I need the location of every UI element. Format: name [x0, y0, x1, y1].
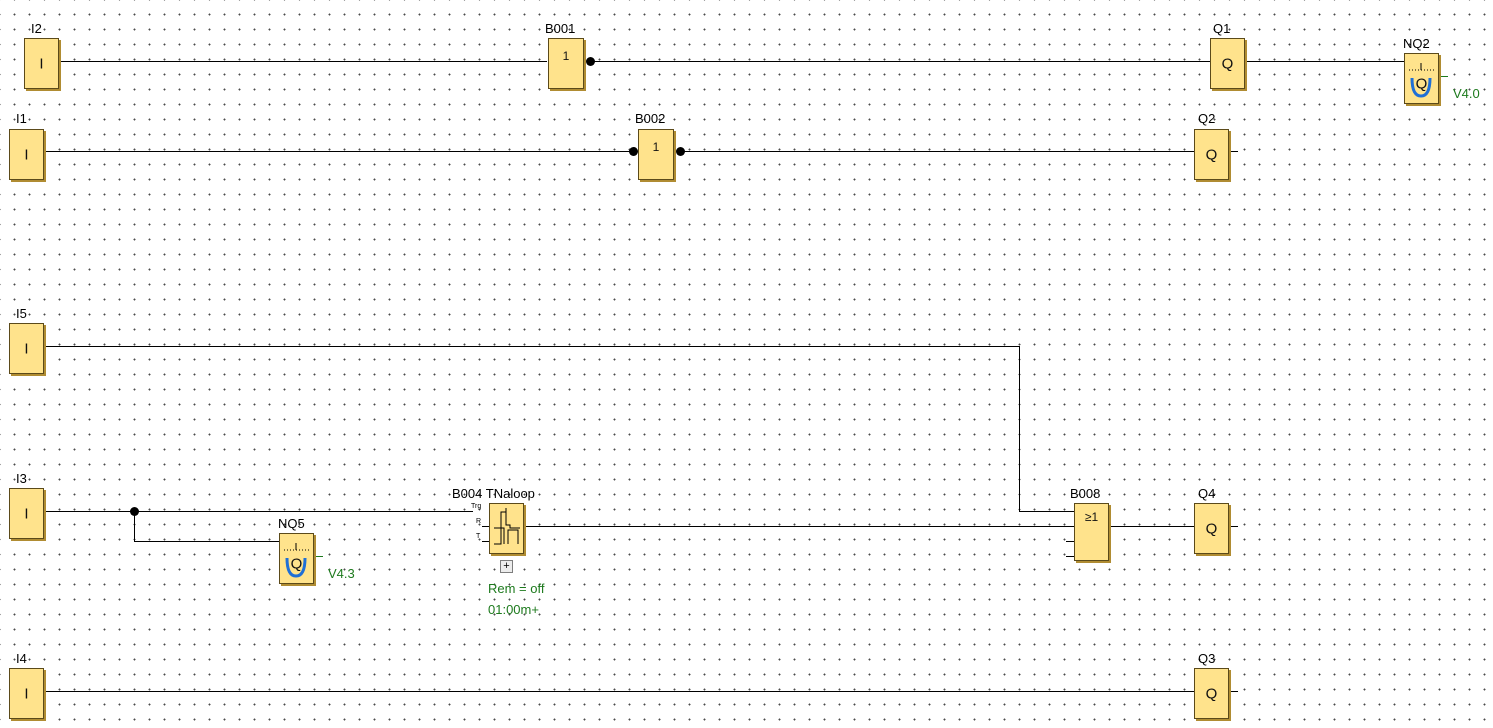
b002-label: B002 — [635, 111, 666, 126]
i1-symbol: I — [24, 146, 29, 163]
nq2-label: NQ2 — [1403, 36, 1430, 51]
wire-b001-q1[interactable] — [590, 61, 1210, 62]
wire-q1-nq2[interactable] — [1245, 61, 1404, 62]
i5-label: I5 — [16, 306, 27, 321]
wire-i4-q3[interactable] — [44, 691, 1194, 692]
plus-box-icon[interactable]: + — [500, 560, 513, 573]
q4-symbol: Q — [1205, 520, 1218, 537]
wire-i5-v[interactable] — [1019, 346, 1020, 512]
i2-label: I2 — [31, 21, 42, 36]
input-block-i4[interactable]: I — [9, 668, 44, 719]
output-block-q2[interactable]: Q — [1194, 129, 1229, 180]
b008-symbol: ≥1 — [1084, 510, 1099, 524]
wire-i5-b008[interactable] — [1019, 511, 1074, 512]
b008-label: B008 — [1070, 486, 1101, 501]
nq2-symbol: Q — [1415, 75, 1428, 93]
pulse-timer-icon — [494, 508, 520, 545]
output-block-q4[interactable]: Q — [1194, 503, 1229, 554]
q1-label: Q1 — [1213, 21, 1231, 36]
memory-flag-icon — [1409, 63, 1434, 98]
b002-negated-output — [676, 147, 685, 156]
timer-block-b004[interactable] — [489, 503, 524, 554]
q2-output-stub — [1229, 151, 1238, 152]
flag-block-nq2[interactable]: Q — [1404, 53, 1439, 104]
nq2-output-stub — [1439, 76, 1448, 77]
q4-label: Q4 — [1198, 486, 1216, 501]
i1-label: I1 — [16, 111, 27, 126]
b004-param-time: 01:00m+ — [488, 602, 539, 617]
b004-function: TNaloop — [485, 486, 535, 501]
b004-name: B004 — [452, 486, 483, 501]
wire-i5-h[interactable] — [44, 346, 1019, 347]
nq5-output-stub — [314, 556, 323, 557]
wire-i3-nq5[interactable] — [134, 541, 279, 542]
b004-pin-t-stub — [482, 541, 489, 542]
i3-symbol: I — [24, 505, 29, 522]
q3-symbol: Q — [1205, 685, 1218, 702]
i4-symbol: I — [24, 685, 29, 702]
b004-param-rem: Rem = off — [488, 581, 545, 596]
b004-pin-trg: Trg — [471, 503, 482, 510]
i2-symbol: I — [39, 55, 44, 72]
input-block-i1[interactable]: I — [9, 129, 44, 180]
b001-symbol: 1 — [562, 49, 570, 63]
not-block-b001[interactable]: 1 — [548, 38, 584, 89]
wire-i3-branch-v[interactable] — [134, 511, 135, 542]
b008-input-stub-3 — [1066, 541, 1074, 542]
wire-i1-b002[interactable] — [44, 151, 634, 152]
b004-pin-r-stub — [482, 526, 489, 527]
b004-label: B004 TNaloop — [452, 487, 535, 501]
i4-label: I4 — [16, 651, 27, 666]
nq2-param: V4.0 — [1453, 86, 1480, 101]
or-block-b008[interactable]: ≥1 — [1074, 503, 1109, 561]
i3-junction — [130, 507, 139, 516]
i5-symbol: I — [24, 340, 29, 357]
wire-i2-b001[interactable] — [59, 61, 547, 62]
input-block-i5[interactable]: I — [9, 323, 44, 374]
nq5-label: NQ5 — [278, 516, 305, 531]
wire-i3-b004[interactable] — [44, 511, 473, 512]
wire-b008-q4[interactable] — [1108, 526, 1194, 527]
nq5-symbol: Q — [290, 555, 303, 573]
q1-symbol: Q — [1221, 55, 1234, 72]
b002-negated-input — [629, 147, 638, 156]
q4-output-stub — [1229, 526, 1238, 527]
b001-negated-output — [586, 57, 595, 66]
b004-pin-r: R — [476, 518, 482, 525]
not-block-b002[interactable]: 1 — [638, 129, 674, 180]
output-block-q3[interactable]: Q — [1194, 668, 1229, 719]
input-block-i2[interactable]: I — [24, 38, 59, 89]
input-block-i3[interactable]: I — [9, 488, 44, 539]
wire-b004-b008[interactable] — [524, 526, 1074, 527]
b008-input-stub-4 — [1066, 556, 1074, 557]
q3-output-stub — [1229, 691, 1238, 692]
memory-flag-icon — [284, 543, 309, 578]
b002-symbol: 1 — [652, 140, 660, 154]
b004-pin-t: T — [476, 533, 481, 540]
i3-label: I3 — [16, 471, 27, 486]
q3-label: Q3 — [1198, 651, 1216, 666]
b001-label: B001 — [545, 21, 576, 36]
q2-label: Q2 — [1198, 111, 1216, 126]
flag-block-nq5[interactable]: Q — [279, 533, 314, 584]
wire-b002-q2[interactable] — [680, 151, 1195, 152]
q2-symbol: Q — [1205, 146, 1218, 163]
b008-input-stub-2 — [1066, 526, 1074, 527]
output-block-q1[interactable]: Q — [1210, 38, 1245, 89]
nq5-param: V4.3 — [328, 566, 355, 581]
